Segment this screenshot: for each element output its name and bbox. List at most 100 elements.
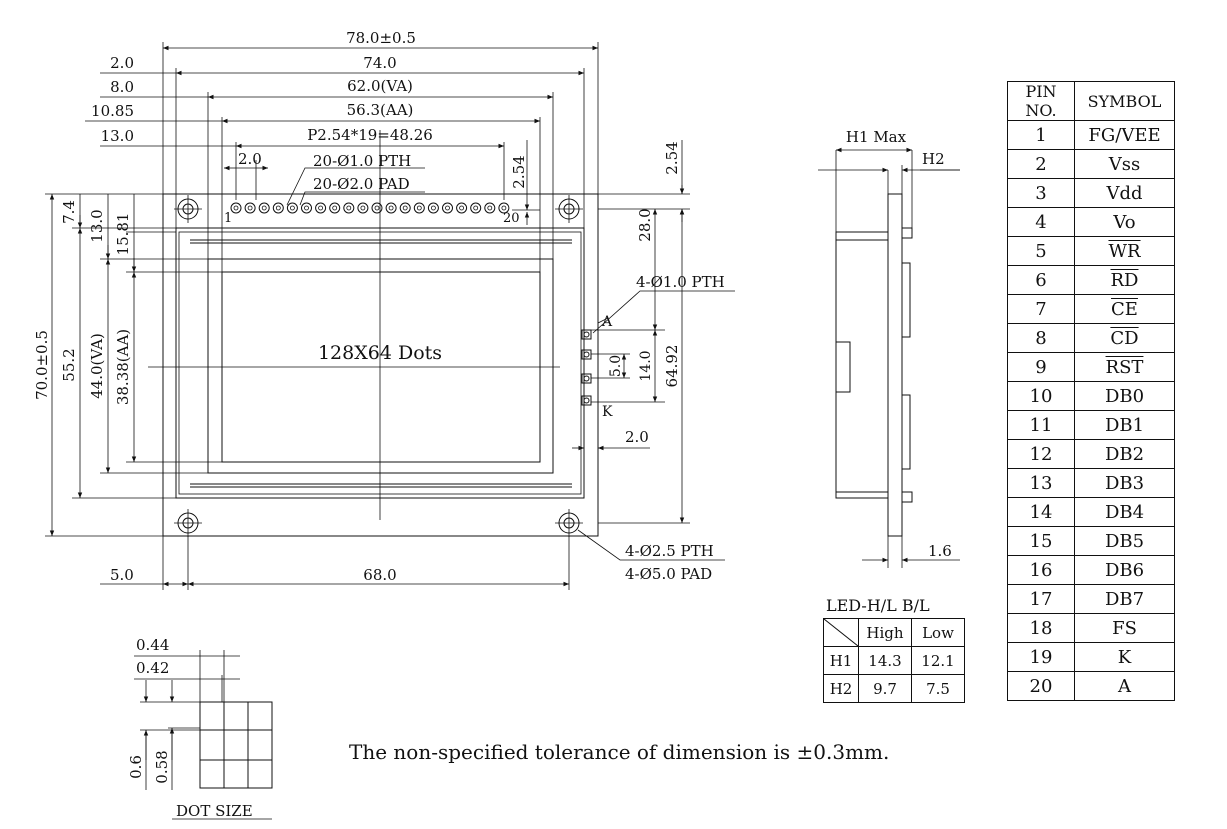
pin-number: 13 [1007,468,1075,498]
side-pcb [887,193,903,537]
pin-hole [430,205,436,211]
mount-hole-br [555,509,583,537]
led-anode-label: A [601,314,613,330]
pin-pad-label: 20-Ø2.0 PAD [313,175,410,193]
pin-symbol: DB3 [1074,468,1175,498]
pin-pad [272,202,284,214]
pin-number: 11 [1007,410,1075,440]
pin-hole [388,205,394,211]
pin-symbol: A [1074,671,1175,701]
dim-left-13: 13.0 [101,127,134,145]
pin-pad [301,202,312,214]
pin-symbol-text: DB2 [1104,443,1145,465]
pin-number: 8 [1007,323,1075,353]
pin-hole [304,205,309,211]
mount-hole-tr [555,195,583,223]
pin-symbol-header: SYMBOL [1074,81,1175,121]
mount-hole-tl [174,195,202,223]
dim-bottom-5: 5.0 [110,566,134,584]
led-high-header: High [858,618,912,647]
pin-pad [470,202,482,214]
dim-overall-height: 70.0±0.5 [33,330,51,400]
pin-symbol-text: Vss [1108,153,1141,175]
dim-74: 74.0 [363,54,396,72]
dim-aa-height: 38.38(AA) [114,329,132,405]
side-lcd-body [835,231,889,499]
led-h1-label: H1 [823,646,859,675]
pin-number: 3 [1007,178,1075,208]
pin-symbol: DB4 [1074,497,1175,527]
pin-no-header: PIN NO. [1007,81,1075,121]
pin-hole [360,205,366,211]
pin-number: 4 [1007,207,1075,237]
pin-number: 17 [1007,584,1075,614]
pin-symbol-text: DB3 [1104,472,1145,494]
pin-pad [456,202,468,214]
pin-hole [318,205,324,211]
pin-pad [399,202,411,214]
pin-hole [247,205,253,211]
pin-symbol: Vdd [1074,178,1175,208]
led-low-header: Low [911,618,965,647]
dim-left-2: 2.0 [110,54,134,72]
pin-hole [275,205,281,211]
mount-hole-bl [174,509,202,537]
pin-hole [459,205,465,211]
led-table-corner [823,618,859,647]
pin-hole [374,205,380,211]
dim-va-height: 44.0(VA) [88,333,106,399]
pin-pad [329,202,341,214]
pin-pad [357,202,369,214]
dots-label: 128X64 Dots [318,342,442,364]
led-h1-high: 14.3 [858,646,912,675]
pin-symbol: Vo [1074,207,1175,237]
top-dimensions [85,42,599,272]
pin-symbol: DB5 [1074,526,1175,556]
dim-overall-width: 78.0±0.5 [346,29,416,47]
pin-symbol: DB1 [1074,410,1175,440]
pin-number: 14 [1007,497,1075,527]
pin-number: 16 [1007,555,1075,585]
side-view [818,147,960,568]
dot-size-label: DOT SIZE [176,802,253,820]
table-row: 11 DB1 [1007,410,1175,440]
pin-pad [371,202,383,214]
pin-symbol: DB6 [1074,555,1175,585]
pin-row [230,202,510,214]
dot-06: 0.6 [127,755,145,779]
pin-symbol-text: CE [1111,298,1138,320]
dim-254-a: 2.54 [510,155,528,188]
table-row: 20 A [1007,671,1175,701]
dim-bottom-68: 68.0 [363,566,396,584]
dim-74-top: 7.4 [60,200,78,224]
pin-symbol: FG/VEE [1074,120,1175,150]
pin-number: 6 [1007,265,1075,295]
pin-number: 5 [1007,236,1075,266]
pin-hole [473,205,479,211]
front-view: 78.0±0.5 74.0 62.0(VA) 56.3(AA) P2.54*19… [33,29,735,590]
led-table-title: LED-H/L B/L [826,596,930,615]
pin-symbol: RD [1074,265,1175,295]
dim-aa-width: 56.3(AA) [347,101,414,119]
pin-symbol-text: WR [1108,240,1141,262]
pin-1-label: 1 [224,211,232,226]
pin-number: 9 [1007,352,1075,382]
dim-254-b: 2.54 [663,141,681,174]
pin-pad [315,202,327,214]
dot-044: 0.44 [136,636,169,654]
pin-symbol-text: DB1 [1104,414,1145,436]
pin-pad [286,202,298,214]
pin-hole [402,205,408,211]
pin-symbol-text: A [1118,675,1131,697]
pin-number: 20 [1007,671,1075,701]
pin-symbol-text: DB7 [1104,588,1145,610]
pin-pad [385,202,397,214]
